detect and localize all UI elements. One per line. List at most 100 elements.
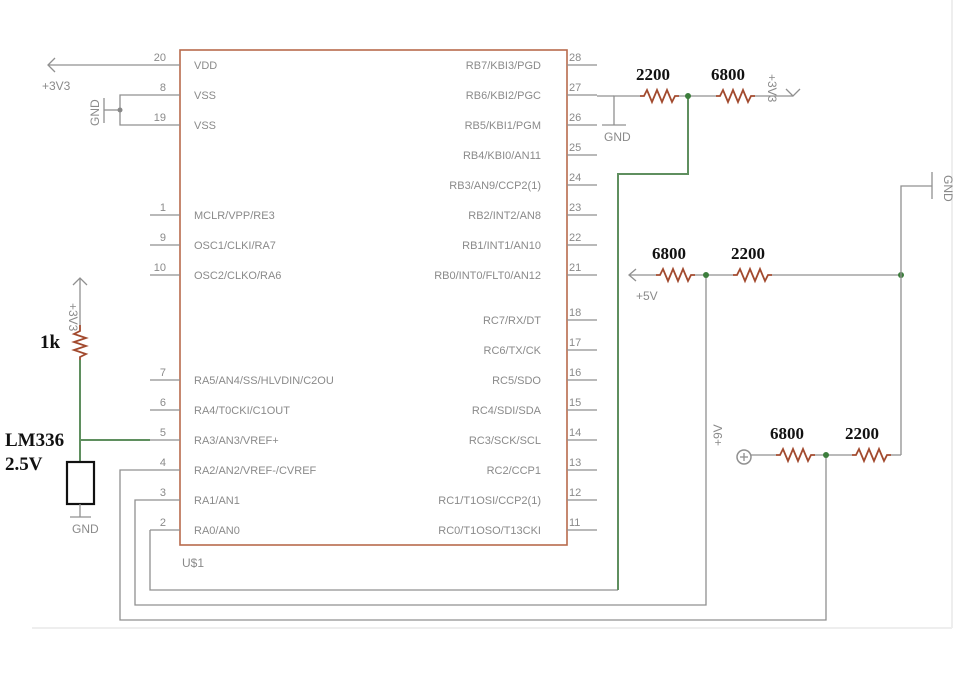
pin-label: RC4/SDI/SDA (472, 405, 542, 417)
pin-number: 15 (569, 397, 581, 409)
pin-label: VSS (194, 90, 216, 102)
div3-tap-junction (823, 452, 829, 458)
pin-label: VDD (194, 60, 217, 72)
pin-number: 26 (569, 112, 581, 124)
div2-ground-label: GND (941, 175, 955, 202)
pin-label: RC3/SCK/SCL (469, 435, 541, 447)
pin-label: OSC1/CLKI/RA7 (194, 240, 276, 252)
div2-r1-value: 6800 (652, 244, 686, 263)
vss-ground-label: GND (88, 99, 102, 126)
pin-label: RB2/INT2/AN8 (468, 210, 541, 222)
wire-ra1-to-div2 (134, 275, 707, 606)
left-pin-group: 20VDD8VSS19VSS1MCLR/VPP/RE39OSC1/CLKI/RA… (150, 52, 334, 537)
divider-1: GND 2200 6800 +3V3 (602, 65, 801, 144)
pin-number: 18 (569, 307, 581, 319)
div3-r2-value: 2200 (845, 424, 879, 443)
vss-junction (117, 107, 123, 113)
div1-ground-label: GND (604, 130, 631, 144)
ref-diode-voltage: 2.5V (5, 454, 43, 475)
pin-number: 19 (154, 112, 166, 124)
pin-number: 23 (569, 202, 581, 214)
div1-resistor-2 (716, 87, 755, 105)
pin-label: RA5/AN4/SS/HLVDIN/C2OU (194, 375, 334, 387)
pin-number: 28 (569, 52, 581, 64)
pin-label: OSC2/CLKO/RA6 (194, 270, 281, 282)
vdd-supply-label: +3V3 (42, 79, 71, 93)
pin-label: RA1/AN1 (194, 495, 240, 507)
div2-resistor-1 (656, 266, 695, 284)
pin-label: RB4/KBI0/AN11 (463, 150, 541, 162)
vss-ground-symbol: GND (88, 94, 150, 126)
pin-number: 14 (569, 427, 581, 439)
pin-label: RC1/T1OSI/CCP2(1) (438, 495, 541, 507)
div2-supply-label: +5V (636, 289, 658, 303)
pin-number: 11 (569, 517, 580, 529)
wire-ra2-to-div3 (119, 455, 827, 621)
divider-2: +5V 6800 2200 GND (628, 172, 955, 455)
pin-number: 21 (569, 262, 581, 274)
pin-label: RC5/SDO (492, 375, 541, 387)
pin-number: 24 (569, 172, 581, 184)
pin-label: RA0/AN0 (194, 525, 240, 537)
microcontroller-u1: 20VDD8VSS19VSS1MCLR/VPP/RE39OSC1/CLKI/RA… (150, 49, 614, 570)
pin-number: 7 (160, 367, 166, 379)
div3-resistor-1 (776, 446, 815, 464)
div1-supply-label: +3V3 (765, 74, 779, 103)
div3-r1-value: 6800 (770, 424, 804, 443)
pin-number: 17 (569, 337, 581, 349)
pin-number: 27 (569, 82, 581, 94)
pin-label: VSS (194, 120, 216, 132)
pin-number: 3 (160, 487, 166, 499)
voltage-reference-circuit: +3V3 1k LM336 2.5V GND (5, 277, 150, 536)
div1-r1-value: 2200 (636, 65, 670, 84)
div2-r2-value: 2200 (731, 244, 765, 263)
vdd-supply-symbol: +3V3 (42, 57, 150, 93)
ref-ground-label: GND (72, 522, 99, 536)
div3-supply-symbol (736, 449, 752, 465)
pin-number: 16 (569, 367, 581, 379)
pin-label: RA2/AN2/VREF-/CVREF (194, 465, 317, 477)
pin-label: RB3/AN9/CCP2(1) (449, 180, 541, 192)
pin-number: 4 (160, 457, 166, 469)
pin-label: RA3/AN3/VREF+ (194, 435, 279, 447)
pin-number: 1 (160, 202, 166, 214)
pin-number: 10 (154, 262, 166, 274)
pin-label: RB6/KBI2/PGC (466, 90, 541, 102)
pin-label: RB1/INT1/AN10 (462, 240, 541, 252)
lm336-reference-diode (65, 460, 96, 506)
pin-label: RA4/T0CKI/C1OUT (194, 405, 290, 417)
divider-3: +9V 6800 2200 (711, 424, 901, 465)
pin-label: RB5/KBI1/PGM (465, 120, 541, 132)
wire-div1-tap (617, 96, 689, 590)
pin-number: 13 (569, 457, 581, 469)
div3-resistor-2 (852, 446, 891, 464)
pin-number: 8 (160, 82, 166, 94)
pin-number: 5 (160, 427, 166, 439)
pin-label: MCLR/VPP/RE3 (194, 210, 275, 222)
pin-label: RC0/T1OSO/T13CKI (438, 525, 541, 537)
div3-supply-label: +9V (711, 424, 725, 446)
pin-number: 12 (569, 487, 581, 499)
